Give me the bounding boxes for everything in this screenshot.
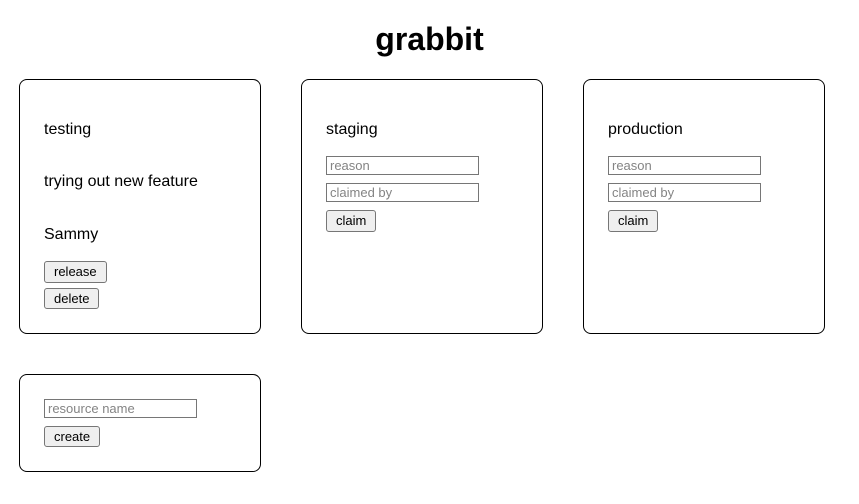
resource-name: production bbox=[608, 121, 683, 138]
reason-input[interactable] bbox=[608, 156, 761, 176]
resource-card-production: production claim bbox=[583, 79, 825, 334]
claim-button[interactable]: claim bbox=[608, 210, 659, 232]
create-form: create bbox=[44, 398, 197, 448]
resource-name: testing bbox=[44, 121, 92, 138]
resource-name-input[interactable] bbox=[44, 398, 197, 418]
delete-button[interactable]: delete bbox=[44, 287, 100, 309]
claim-form: claim bbox=[608, 156, 761, 232]
resource-name: staging bbox=[326, 121, 378, 138]
create-resource-card: create bbox=[19, 373, 261, 473]
claimed-actions: release delete bbox=[44, 261, 107, 309]
claim-form: claim bbox=[326, 156, 479, 232]
reason-input[interactable] bbox=[326, 156, 479, 176]
resource-board: testing trying out new feature Sammy rel… bbox=[19, 79, 840, 473]
claimed-by-input[interactable] bbox=[326, 183, 479, 203]
claimed-by-input[interactable] bbox=[608, 183, 761, 203]
claim-reason-text: trying out new feature bbox=[44, 173, 198, 191]
resource-card-staging: staging claim bbox=[301, 79, 543, 334]
claim-button[interactable]: claim bbox=[326, 210, 377, 232]
create-button[interactable]: create bbox=[44, 425, 101, 448]
resource-card-testing: testing trying out new feature Sammy rel… bbox=[19, 79, 261, 334]
release-button[interactable]: release bbox=[44, 261, 107, 283]
claimed-by-text: Sammy bbox=[44, 225, 99, 243]
page-title: grabbit bbox=[375, 21, 484, 57]
